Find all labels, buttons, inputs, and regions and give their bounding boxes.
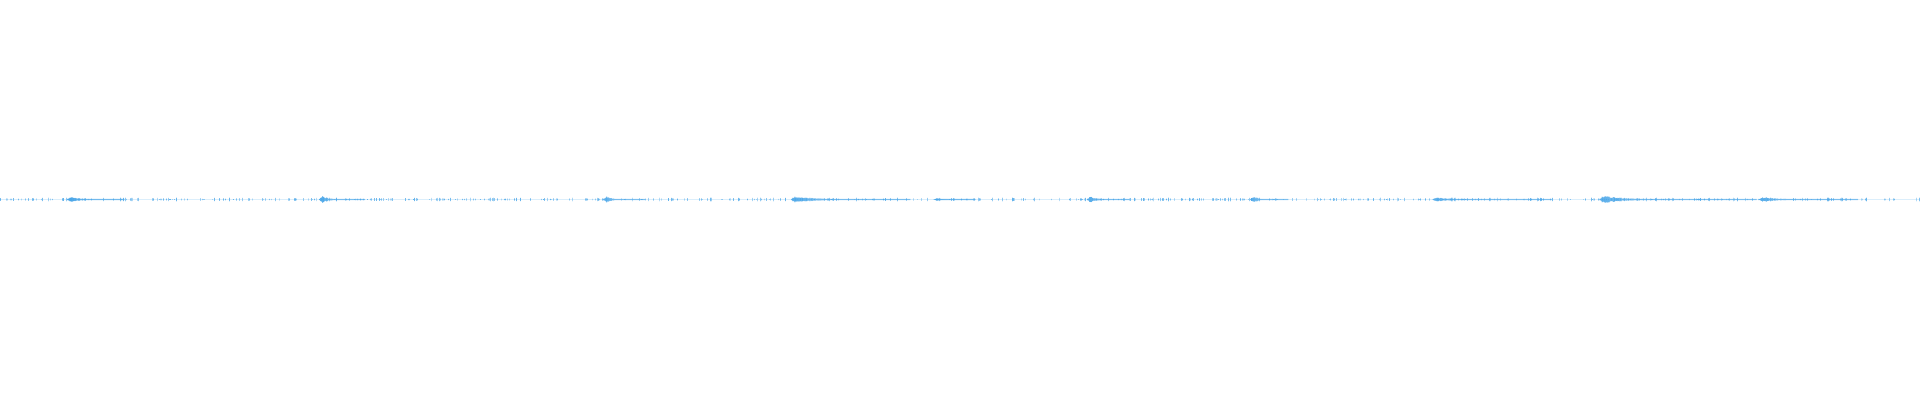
- waveform-burst: [1250, 197, 1289, 202]
- waveform-burst: [933, 198, 976, 201]
- waveform-burst: [319, 196, 366, 203]
- waveform-burst: [1759, 197, 1859, 202]
- waveform-burst: [1599, 196, 1757, 203]
- waveform-burst: [1087, 196, 1130, 203]
- waveform-burst: [1432, 197, 1552, 202]
- waveform-burst: [67, 197, 125, 202]
- waveform-burst: [603, 196, 646, 203]
- waveform-bursts: [67, 196, 1859, 203]
- waveform-burst: [791, 196, 911, 203]
